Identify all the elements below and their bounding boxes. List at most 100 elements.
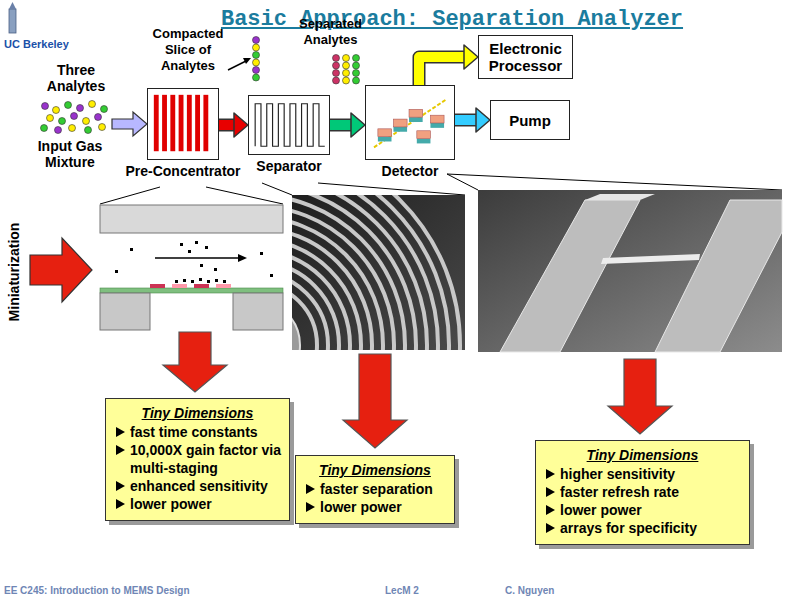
particle xyxy=(195,241,198,244)
bullet-row: enhanced sensitivity xyxy=(114,477,281,495)
trap-bar xyxy=(203,95,208,151)
bullet-text: enhanced sensitivity xyxy=(130,478,268,494)
column-port xyxy=(292,300,300,350)
bullet-row: higher sensitivity xyxy=(544,465,741,483)
bullet-mark xyxy=(116,427,125,437)
process-box: Separator xyxy=(248,95,330,155)
analyte-dot xyxy=(85,127,92,134)
particle xyxy=(199,278,202,281)
bullet-row: lower power xyxy=(544,501,741,519)
resonator-block xyxy=(417,131,431,139)
leader-line xyxy=(318,183,465,195)
serpentine-channel xyxy=(255,104,325,147)
analyte-dot xyxy=(333,77,340,84)
analyte-dot xyxy=(59,118,66,125)
resonator-block xyxy=(393,119,407,127)
trap-bar xyxy=(179,95,184,151)
analyte-dot xyxy=(47,115,54,122)
particle xyxy=(260,252,263,255)
particle xyxy=(200,264,203,267)
flow-arrow xyxy=(455,108,490,132)
process-box: Electronic Processor xyxy=(478,35,573,79)
signal-line xyxy=(374,100,446,148)
resonator-block xyxy=(430,115,444,123)
analyte-dot xyxy=(89,101,96,108)
column-arc xyxy=(292,228,372,350)
analyte-dots xyxy=(41,101,108,134)
box-label: Detector xyxy=(382,163,439,180)
leader-line xyxy=(447,174,478,190)
bullet-row: lower power xyxy=(304,498,446,516)
bullet-mark xyxy=(116,445,125,455)
analyte-dot xyxy=(343,62,350,69)
bullet-mark xyxy=(306,502,315,512)
bullet-row: 10,000X gain factor via multi-staging xyxy=(114,441,281,477)
result-arrow xyxy=(608,359,672,434)
spiral-column xyxy=(292,195,460,350)
particle xyxy=(223,280,226,283)
resonator-block xyxy=(378,129,392,137)
leader-line xyxy=(100,187,160,204)
resonator-base xyxy=(417,139,431,144)
bullet-row: faster refresh rate xyxy=(544,483,741,501)
annotation: Compacted Slice of Analytes xyxy=(146,26,230,74)
column-arc xyxy=(292,195,460,350)
process-box: Pump xyxy=(490,100,570,140)
analyte-dot xyxy=(101,106,108,113)
arrow-head xyxy=(351,113,365,137)
note-heading: Tiny Dimensions xyxy=(114,404,281,422)
resonator-base xyxy=(409,117,423,122)
flow-arrow xyxy=(419,45,478,85)
trap-bar xyxy=(154,95,159,151)
analyte-dot xyxy=(42,103,49,110)
process-box: Pre-Concentrator xyxy=(147,88,219,160)
analyte-dot xyxy=(353,77,360,84)
analyte-dot xyxy=(253,74,260,81)
flow-arrow xyxy=(219,113,248,137)
particle xyxy=(207,280,210,283)
heater xyxy=(194,284,209,288)
miniaturization-arrow xyxy=(30,238,92,302)
annotation: Input Gas Mixture xyxy=(20,138,120,170)
box-label: Separator xyxy=(256,158,321,175)
particle xyxy=(205,246,208,249)
analyte-dot xyxy=(253,67,260,74)
bullet-text: lower power xyxy=(560,502,642,518)
arrow-outline xyxy=(455,114,478,127)
anchor-slab xyxy=(500,200,640,352)
arrow-outline xyxy=(330,119,353,132)
analyte-dot xyxy=(99,124,106,131)
analyte-dot xyxy=(353,70,360,77)
analyte-dot xyxy=(253,52,260,59)
box-drawing xyxy=(148,89,218,159)
box-label-group: Detector xyxy=(382,163,439,180)
analyte-dot xyxy=(53,107,60,114)
bullet-mark xyxy=(546,505,555,515)
analyte-dot xyxy=(41,125,48,132)
analyte-dot xyxy=(343,77,350,84)
analyte-dot xyxy=(353,55,360,62)
bullet-text: lower power xyxy=(320,499,402,515)
note-heading: Tiny Dimensions xyxy=(304,461,446,479)
analyte-dot xyxy=(333,55,340,62)
anchor-slab xyxy=(655,200,782,352)
axis-label: Miniaturization xyxy=(5,192,23,352)
flow-arrow-line xyxy=(155,257,238,259)
footer-text: C. Nguyen xyxy=(505,583,554,599)
analyte-dot xyxy=(69,125,76,132)
anchor-top xyxy=(585,194,655,200)
input-arrow xyxy=(112,112,147,136)
trap-bar xyxy=(170,95,175,151)
bullet-text: faster separation xyxy=(320,481,433,497)
footer-text: EE C245: Introduction to MEMS Design xyxy=(4,583,190,599)
analyte-dot xyxy=(65,102,72,109)
box-label: Pre-Concentrator xyxy=(125,163,240,180)
process-box: Detector xyxy=(365,85,455,160)
leader-line xyxy=(228,61,246,70)
trap-bar xyxy=(195,95,200,151)
note-heading: Tiny Dimensions xyxy=(544,446,741,464)
column-arc xyxy=(292,195,416,350)
campanile-logo xyxy=(9,9,16,33)
particle xyxy=(215,279,218,282)
bullet-row: lower power xyxy=(114,495,281,513)
